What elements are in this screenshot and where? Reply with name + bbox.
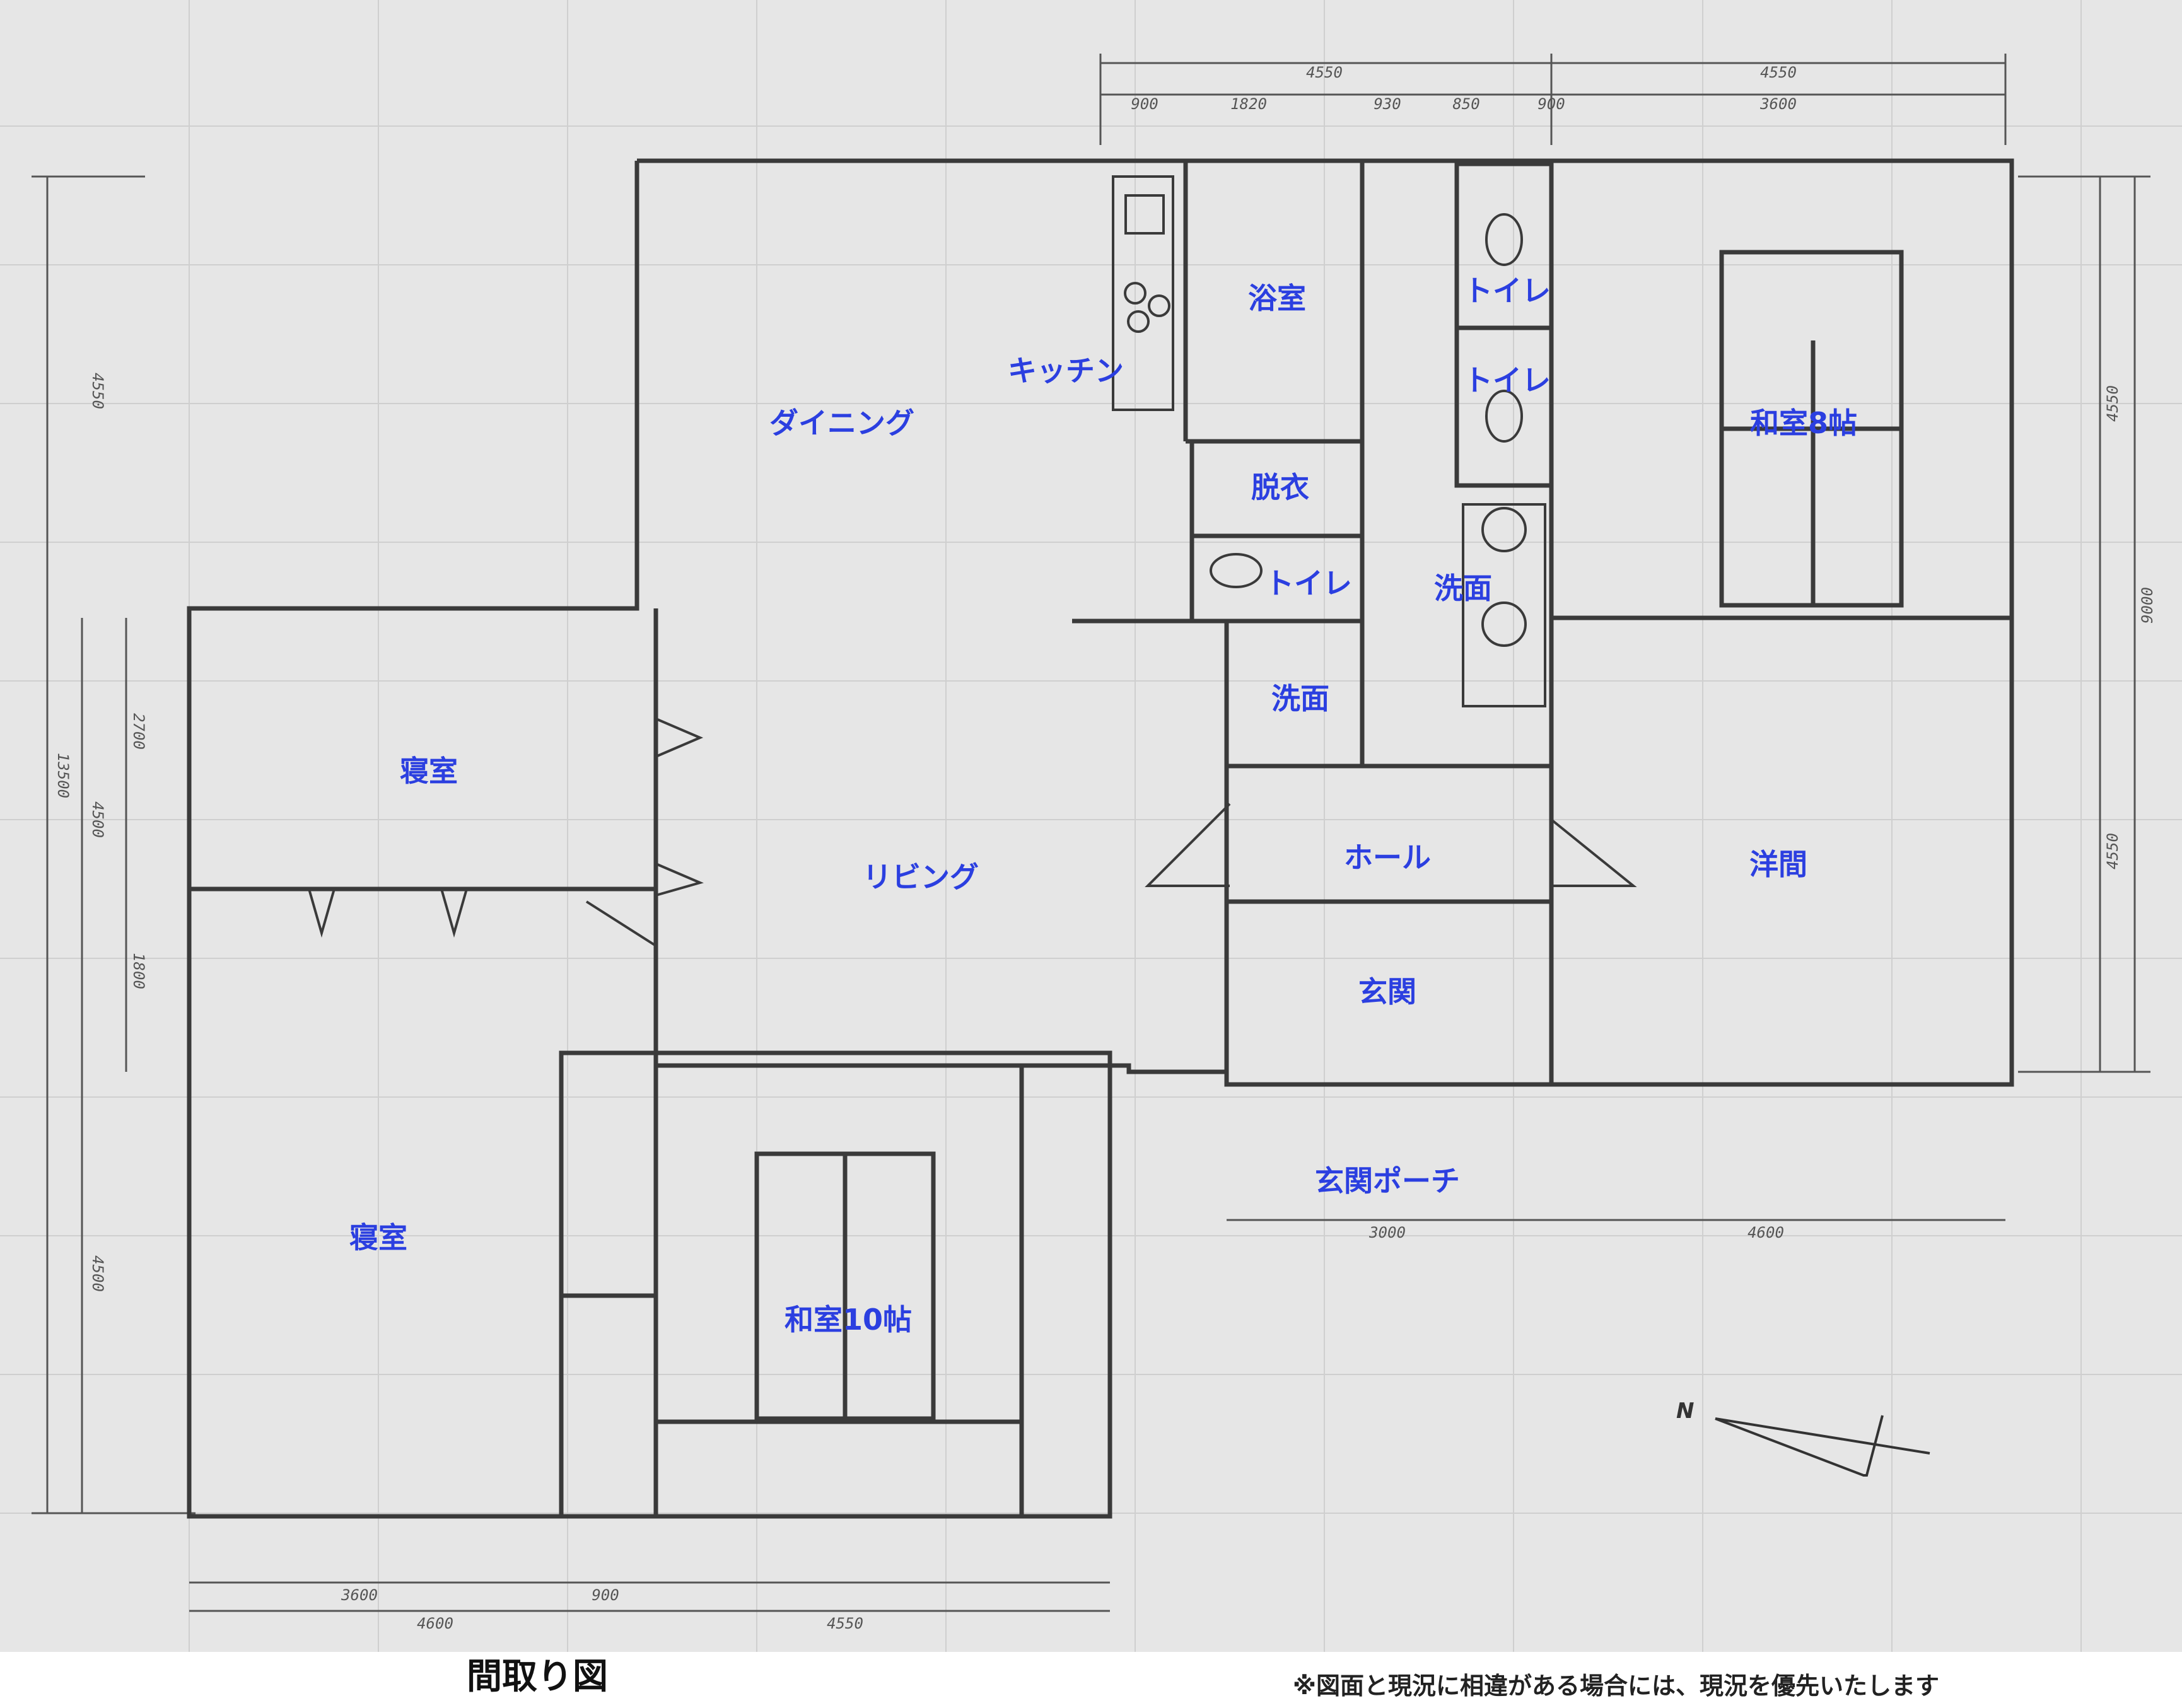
room-label-entrance: 玄関: [1358, 975, 1416, 1009]
dimension-lines: [32, 54, 2150, 1612]
dim-porch-left: 3000: [1369, 1224, 1406, 1241]
plan-caption: 間取り図: [467, 1656, 608, 1697]
room-label-bedroom-upper: 寝室: [400, 754, 458, 788]
fixtures: [1210, 213, 1546, 707]
dim-top-total-left: 4550: [1306, 64, 1343, 81]
kitchen-counter: [1112, 175, 1174, 411]
dim-top-sub-5: 900: [1537, 95, 1565, 113]
doors: [308, 717, 1637, 948]
dim-top-total-right: 4550: [1760, 64, 1797, 81]
dim-bottom-left: 4600: [417, 1615, 453, 1632]
dim-left-sub-1: 2700: [130, 713, 148, 750]
dim-bottom-right: 4550: [827, 1615, 863, 1632]
room-label-bath: 浴室: [1248, 281, 1306, 315]
room-label-kitchen: キッチン: [1008, 354, 1124, 388]
dim-left-upper: 4550: [89, 373, 107, 409]
dim-top-sub-3: 930: [1374, 95, 1401, 113]
dim-right-total: 9000: [2138, 587, 2156, 624]
dim-bottom-sub-1: 3600: [341, 1586, 378, 1604]
room-label-dining: ダイニング: [769, 406, 914, 440]
dim-porch-right: 4600: [1747, 1224, 1784, 1241]
north-label: N: [1676, 1398, 1695, 1424]
dim-left-lower: 4500: [89, 1255, 107, 1292]
north-arrow: [1715, 1415, 1930, 1477]
room-label-washroom-left: 洗面: [1271, 682, 1329, 716]
room-label-washroom-right: 洗面: [1434, 571, 1492, 605]
room-label-toilet-lower: トイレ: [1265, 566, 1352, 600]
room-label-living: リビング: [863, 860, 979, 894]
room-label-porch: 玄関ポーチ: [1315, 1164, 1460, 1198]
disclaimer-note: ※図面と現況に相違がある場合には、現況を優先いたします: [1293, 1672, 1939, 1700]
room-label-toilet-upper: トイレ: [1464, 274, 1551, 308]
dim-bottom-sub-2: 900: [592, 1586, 619, 1604]
dim-left-sub-2: 1800: [130, 953, 148, 989]
dim-left-total: 13500: [54, 752, 72, 799]
background-grid: [0, 0, 2182, 1652]
dim-right-upper: 4550: [2104, 385, 2121, 422]
dim-right-lower: 4550: [2104, 833, 2121, 869]
walls: [187, 158, 2014, 1519]
dim-top-sub-1: 900: [1131, 95, 1158, 113]
floor-plan-drawing: [0, 0, 2182, 1652]
room-label-toilet-middle: トイレ: [1464, 363, 1551, 397]
room-label-japanese-10: 和室10帖: [784, 1303, 913, 1337]
room-label-western: 洋間: [1749, 847, 1807, 881]
room-label-japanese-8: 和室8帖: [1749, 406, 1858, 440]
room-label-changing: 脱衣: [1251, 470, 1309, 504]
floor-plan-sheet: 寝室 寝室 ダイニング キッチン 浴室 脱衣 トイレ トイレ トイレ 洗面 洗面…: [0, 0, 2182, 1652]
dim-top-sub-4: 850: [1452, 95, 1480, 113]
room-label-bedroom-lower: 寝室: [349, 1221, 407, 1255]
room-label-hall: ホール: [1344, 840, 1431, 874]
dim-top-sub-2: 1820: [1230, 95, 1267, 113]
dim-top-sub-6: 3600: [1760, 95, 1797, 113]
dim-left-mid: 4500: [89, 801, 107, 838]
